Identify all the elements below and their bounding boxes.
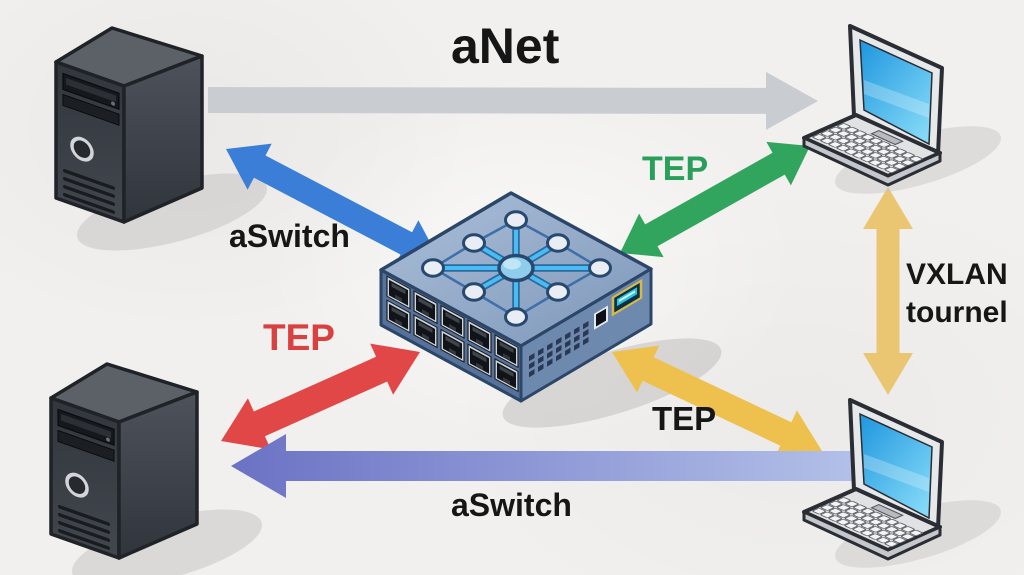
tep-green-arrow [620, 141, 810, 258]
tep-yellow-arrow [612, 345, 822, 458]
label-vxlan-line1: VXLAN [906, 258, 1008, 291]
diagram-title: aNet [451, 18, 560, 74]
switch-icon [379, 191, 653, 403]
label-aswitch-bottom: aSwitch [451, 487, 572, 523]
label-tep-green: TEP [642, 150, 709, 188]
console-port [594, 305, 608, 330]
label-tep-yellow: TEP [652, 400, 717, 437]
switch-topology-graphic [421, 210, 612, 327]
gray-link-arrow [208, 71, 818, 130]
switch-side-panel [529, 278, 643, 378]
label-vxlan-tunnel: VXLAN tournel [906, 256, 1008, 332]
aswitch-top-arrow [226, 143, 440, 267]
laptop-icon-top-right [802, 24, 1010, 210]
aswitch-bottom-arrow [231, 434, 856, 498]
vxlan-arrow [863, 187, 913, 395]
switch-shadow [502, 338, 722, 428]
ethernet-ports [386, 275, 519, 393]
label-vxlan-line2: tournel [906, 296, 1008, 329]
label-aswitch-top: aSwitch [229, 218, 350, 254]
server-icon-bottom-left [49, 362, 272, 575]
tep-red-arrow [221, 343, 420, 450]
laptop-icon-bottom-right [802, 398, 1010, 575]
label-tep-red: TEP [263, 317, 335, 358]
